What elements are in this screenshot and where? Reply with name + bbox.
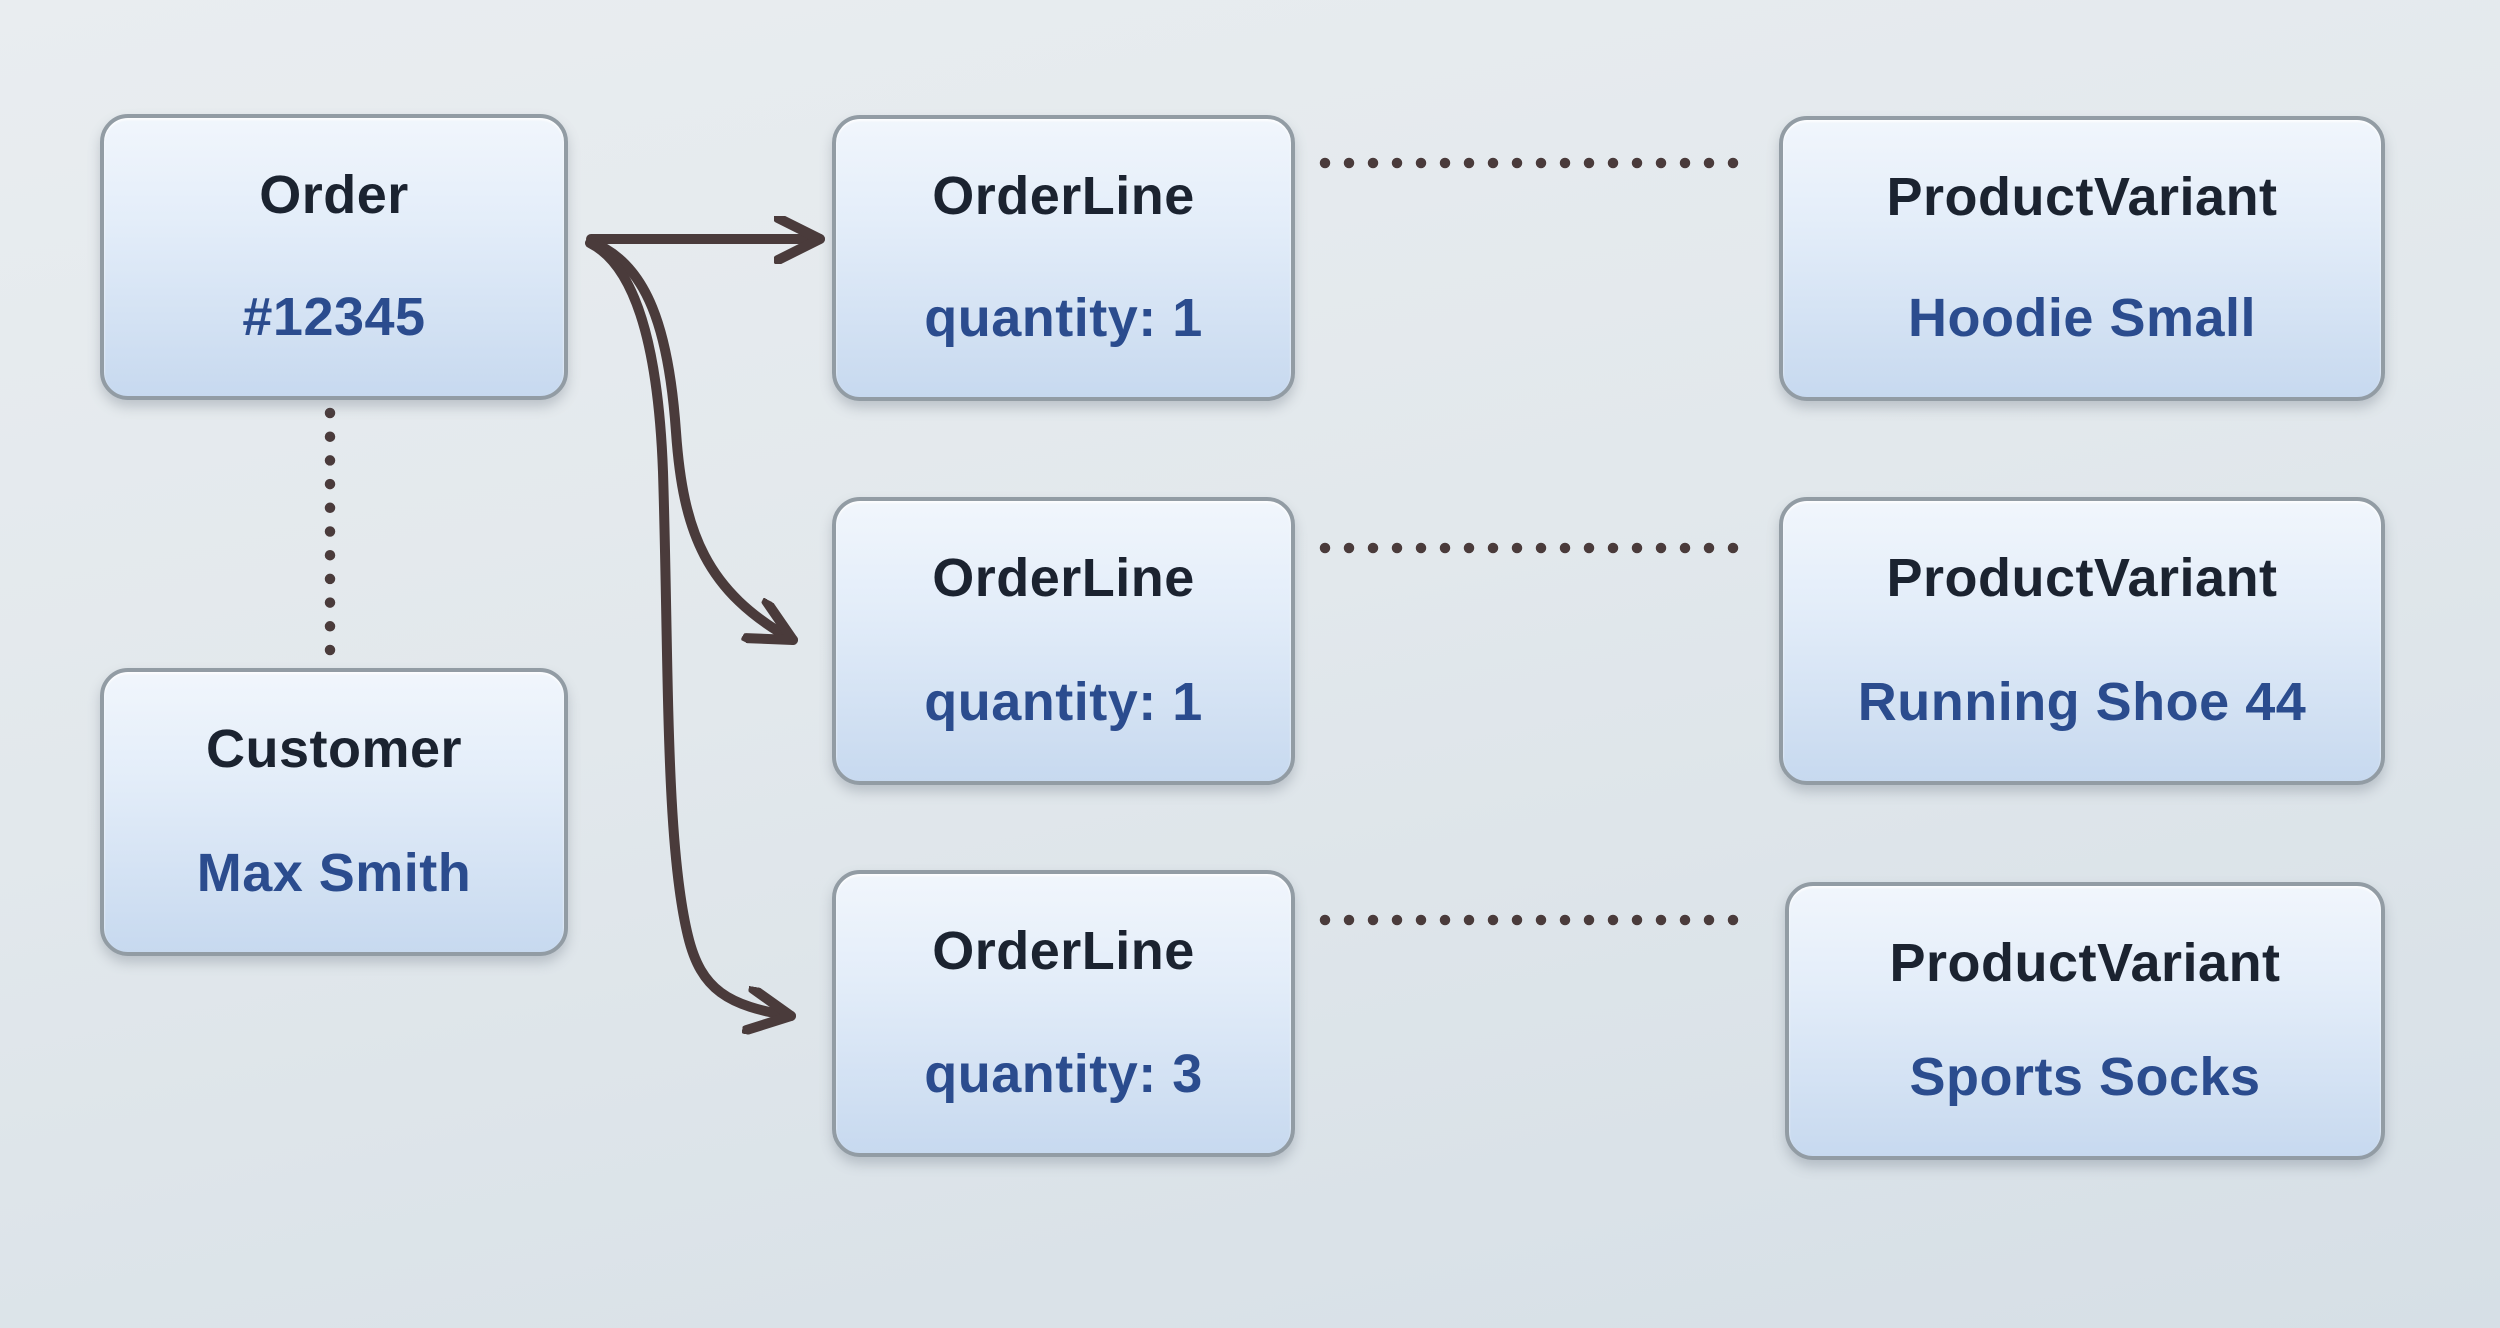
node-orderline-1-title: OrderLine bbox=[932, 166, 1195, 226]
node-productvariant-1-title: ProductVariant bbox=[1886, 167, 2278, 227]
node-orderline-3: OrderLine quantity: 3 bbox=[832, 870, 1295, 1157]
node-productvariant-2: ProductVariant Running Shoe 44 bbox=[1779, 497, 2385, 785]
node-orderline-1-value: quantity: 1 bbox=[924, 288, 1203, 348]
node-customer: Customer Max Smith bbox=[100, 668, 568, 956]
node-order-value: #12345 bbox=[242, 287, 426, 347]
node-orderline-3-title: OrderLine bbox=[932, 921, 1195, 981]
node-orderline-1: OrderLine quantity: 1 bbox=[832, 115, 1295, 401]
node-order-title: Order bbox=[259, 165, 409, 225]
edge-order-orderline2-arrow bbox=[586, 237, 798, 645]
edge-order-orderline3-arrow bbox=[585, 238, 796, 1016]
node-customer-value: Max Smith bbox=[196, 843, 472, 903]
node-orderline-2-value: quantity: 1 bbox=[924, 672, 1203, 732]
node-orderline-3-value: quantity: 3 bbox=[924, 1044, 1203, 1104]
node-productvariant-2-value: Running Shoe 44 bbox=[1857, 672, 2307, 732]
node-productvariant-3-value: Sports Socks bbox=[1909, 1047, 2261, 1107]
node-order: Order #12345 bbox=[100, 114, 568, 400]
node-productvariant-3: ProductVariant Sports Socks bbox=[1785, 882, 2385, 1160]
node-productvariant-1-value: Hoodie Small bbox=[1907, 288, 2257, 348]
node-orderline-2: OrderLine quantity: 1 bbox=[832, 497, 1295, 785]
node-productvariant-1: ProductVariant Hoodie Small bbox=[1779, 116, 2385, 401]
node-orderline-2-title: OrderLine bbox=[932, 548, 1195, 608]
node-productvariant-3-title: ProductVariant bbox=[1889, 933, 2281, 993]
node-productvariant-2-title: ProductVariant bbox=[1886, 548, 2278, 608]
node-customer-title: Customer bbox=[205, 719, 463, 779]
